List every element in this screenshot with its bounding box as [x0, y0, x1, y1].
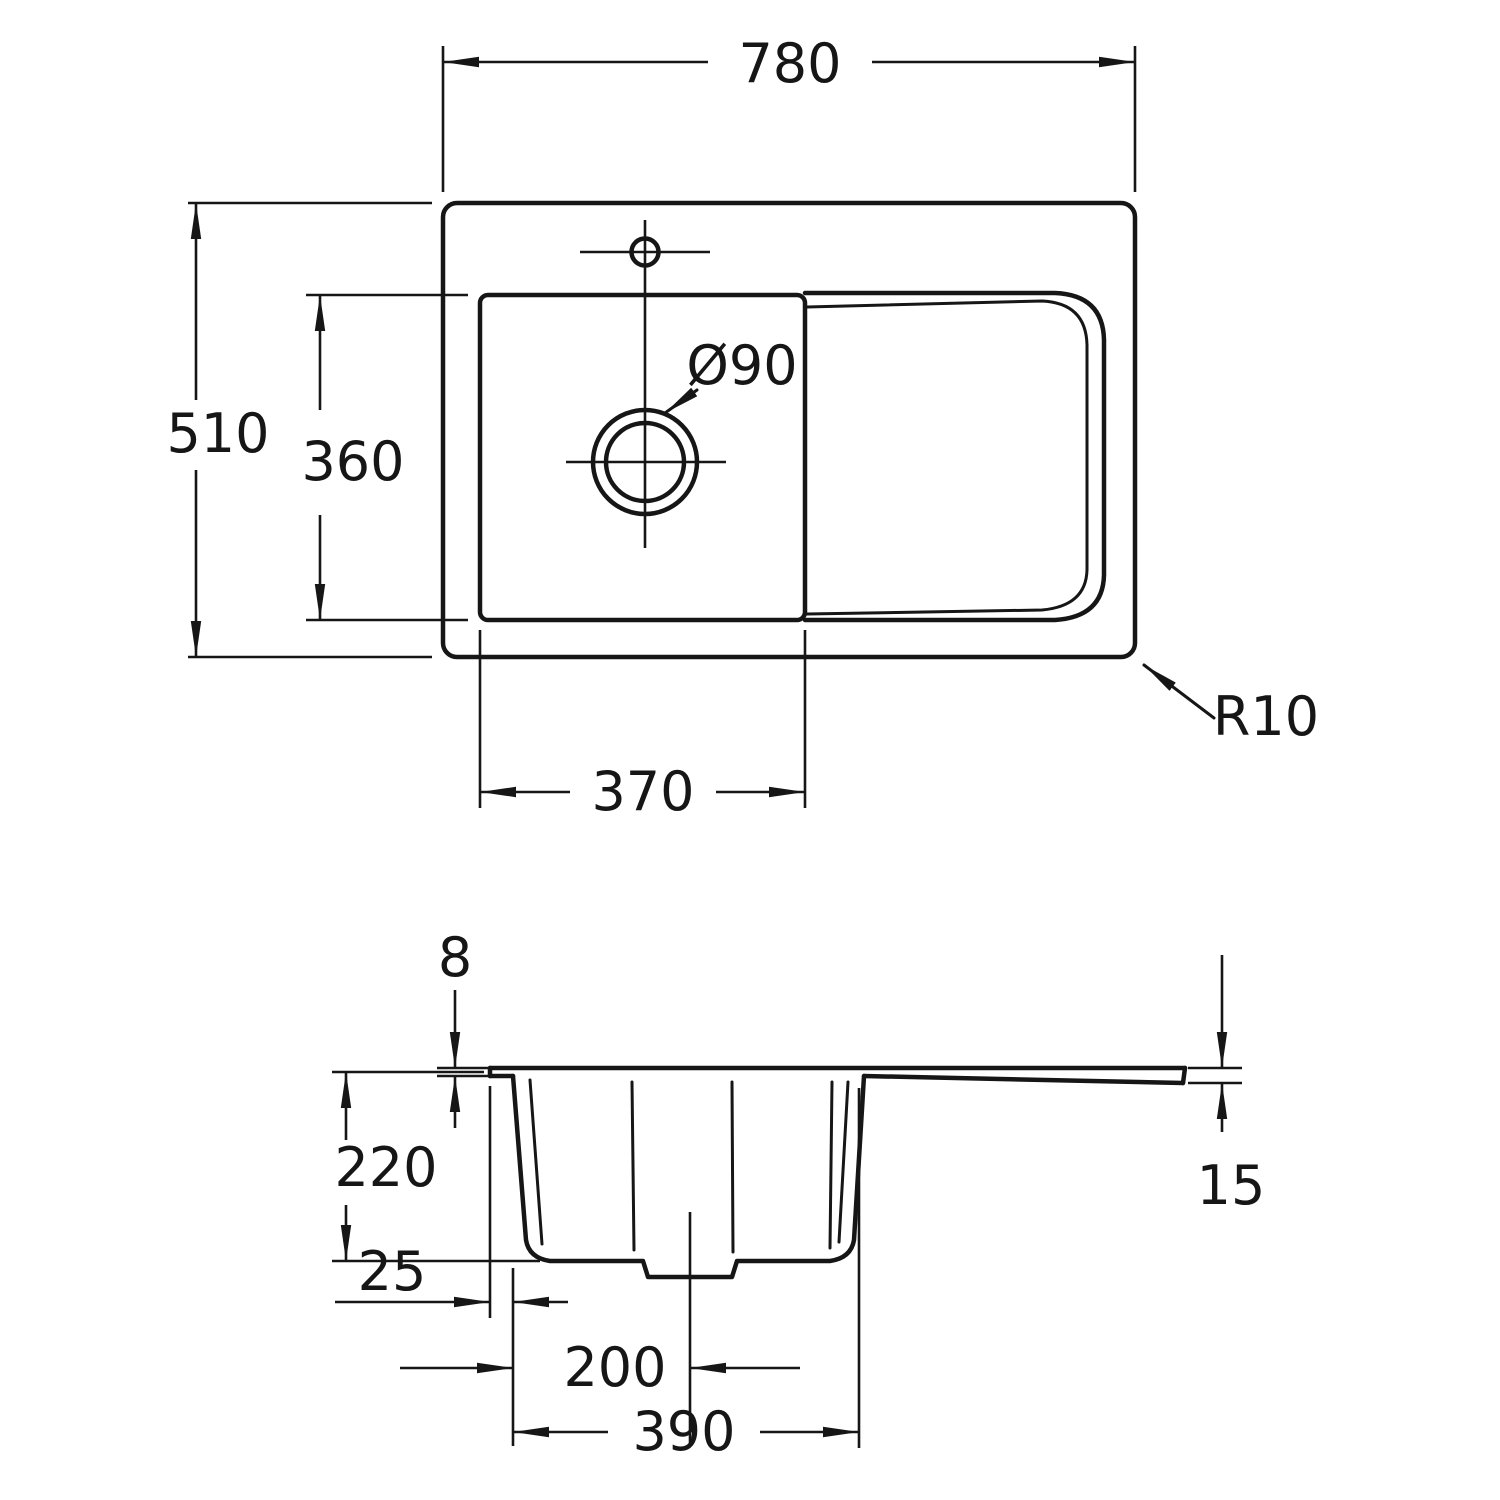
rim-bottom-right [861, 1073, 1186, 1086]
dim-15-label: 15 [1197, 1154, 1266, 1217]
drain-diameter-leader [663, 387, 699, 415]
corner-radius-label: R10 [1213, 685, 1319, 748]
dim-510-label: 510 [166, 402, 269, 465]
bowl-inner-wall-right [837, 1080, 850, 1244]
bowl-inner-wall-left [528, 1078, 544, 1246]
corner-radius-leader [1142, 663, 1216, 720]
bowl-section-outline [510, 1073, 867, 1280]
dim-220-label: 220 [334, 1136, 437, 1199]
drain-diameter-label: Ø90 [686, 334, 797, 397]
top-view: 780 510 360 370 Ø90 R10 [166, 32, 1319, 823]
dim-370-label: 370 [591, 760, 694, 823]
rim-right-cap [1180, 1065, 1188, 1086]
section-view: 8 220 15 25 200 390 [332, 926, 1265, 1463]
bowl-outline [477, 292, 808, 623]
dim-360-label: 360 [301, 430, 404, 493]
bowl-rib-1 [630, 1080, 636, 1252]
drainer-outline [802, 290, 1107, 623]
dim-25-label: 25 [358, 1240, 427, 1303]
dim-200-label: 200 [563, 1336, 666, 1399]
dim-390-label: 390 [632, 1400, 735, 1463]
dim-780-label: 780 [738, 32, 841, 95]
bowl-rib-2 [730, 1080, 735, 1254]
sink-outline [440, 200, 1138, 660]
bowl-rib-3 [828, 1080, 834, 1250]
dim-8-label: 8 [438, 926, 472, 989]
drainer-inner-contour [805, 299, 1089, 616]
